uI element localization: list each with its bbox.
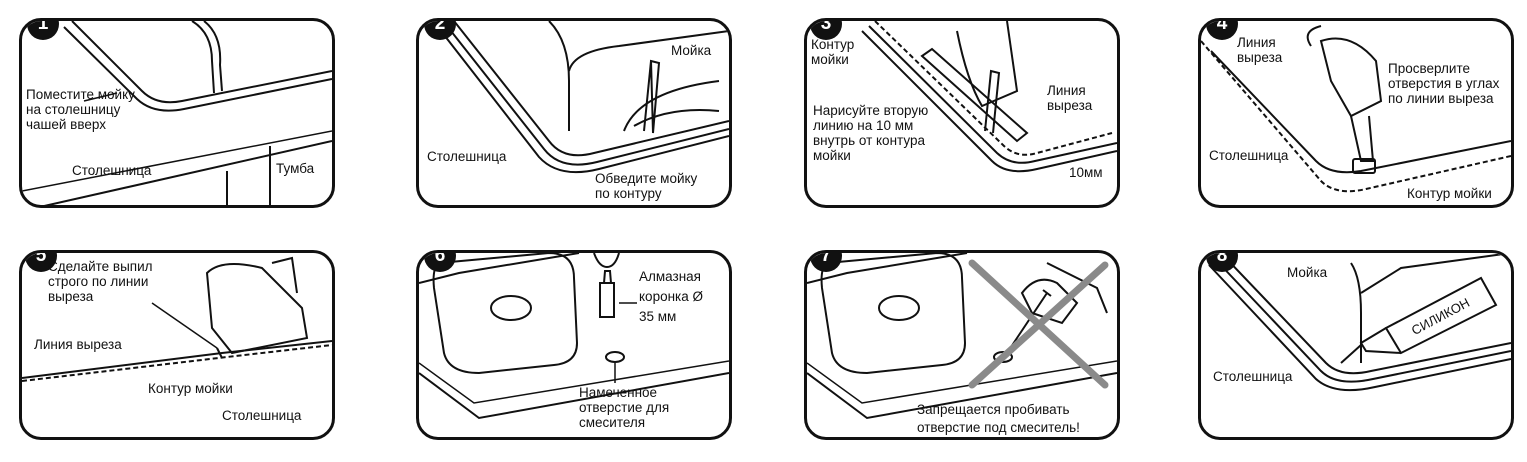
sink-contour-label: Контур мойки [1407, 186, 1492, 201]
red-cross-line-2 [968, 261, 1109, 389]
apply-silicone-illustration: СИЛИКОН [1208, 253, 1511, 392]
sink-on-countertop-illustration [22, 21, 332, 205]
drill-corners-illustration [1201, 25, 1511, 193]
sink-contour-label: Контур мойки [811, 37, 855, 67]
draw-cut-line-illustration [861, 21, 1117, 173]
countertop-label: Столешница [72, 163, 152, 178]
ten-mm-label: 10мм [1069, 165, 1103, 180]
countertop-label: Столешница [1209, 148, 1289, 163]
do-not-punch-hole-illustration [807, 253, 1117, 420]
step-panel-8: СИЛИКОН 8 Мойка Столешница [1198, 250, 1514, 440]
diamond-crown-label: Алмазная коронка Ø 35 мм [639, 269, 703, 324]
draw-second-line-label: Нарисуйте вторую линию на 10 мм внутрь о… [813, 103, 929, 163]
step-number-badge: 5 [25, 253, 57, 272]
countertop-label: Столешница [1213, 369, 1293, 384]
drill-holes-label: Просверлите отверстия в углах по линии в… [1387, 61, 1509, 106]
trace-sink-illustration [440, 21, 729, 174]
step-number-badge: 3 [810, 21, 842, 40]
sink-label: Мойка [671, 43, 712, 58]
trace-sink-label: Обведите мойку по контуру [595, 171, 698, 201]
sink-label: Мойка [1287, 265, 1328, 280]
step-panel-7: 7 Запрещается пробивать отверстие под см… [804, 250, 1120, 440]
step-panel-6: 6 Алмазная коронка Ø 35 мм Намеченное от… [416, 250, 732, 440]
step-number-badge: 2 [424, 21, 456, 40]
step-number-badge: 8 [1206, 253, 1238, 272]
step-panel-2: 2 Мойка Столешница Обведите мойку по кон… [416, 18, 732, 208]
diamond-crown-drill-illustration [419, 253, 729, 420]
step-number-badge: 4 [1206, 21, 1238, 40]
step-number-badge: 1 [27, 21, 59, 40]
cabinet-label: Тумба [276, 161, 315, 176]
cut-line-label: Линия выреза [1047, 83, 1093, 113]
step-panel-3: 3 Контур мойки Нарисуйте вторую линию на… [804, 18, 1120, 208]
countertop-label: Столешница [427, 149, 507, 164]
marked-faucet-hole-label: Намеченное отверстие для смесителя [579, 385, 670, 430]
step-number-badge: 7 [810, 253, 842, 272]
cut-line-label: Линия выреза [34, 337, 122, 352]
step-panel-4: 4 Линия выреза Просверлите отверстия в у… [1198, 18, 1514, 208]
step-panel-5: 5 Сделайте выпил строго по линии выреза … [19, 250, 335, 440]
cut-along-line-label: Сделайте выпил строго по линии выреза [48, 259, 153, 304]
cut-line-label: Линия выреза [1237, 35, 1283, 65]
step-number-badge: 6 [424, 253, 456, 272]
place-sink-label: Поместите мойку на столешницу чашей ввер… [26, 87, 135, 132]
step-panel-1: 1 Поместите мойку на столешницу чашей вв… [19, 18, 335, 208]
silicone-tube-label: СИЛИКОН [1409, 295, 1472, 338]
countertop-label: Столешница [222, 408, 302, 423]
sink-contour-label: Контур мойки [148, 381, 233, 396]
warning-no-punch-label: Запрещается пробивать отверстие под смес… [917, 402, 1080, 435]
jigsaw-cut-illustration [22, 256, 332, 382]
